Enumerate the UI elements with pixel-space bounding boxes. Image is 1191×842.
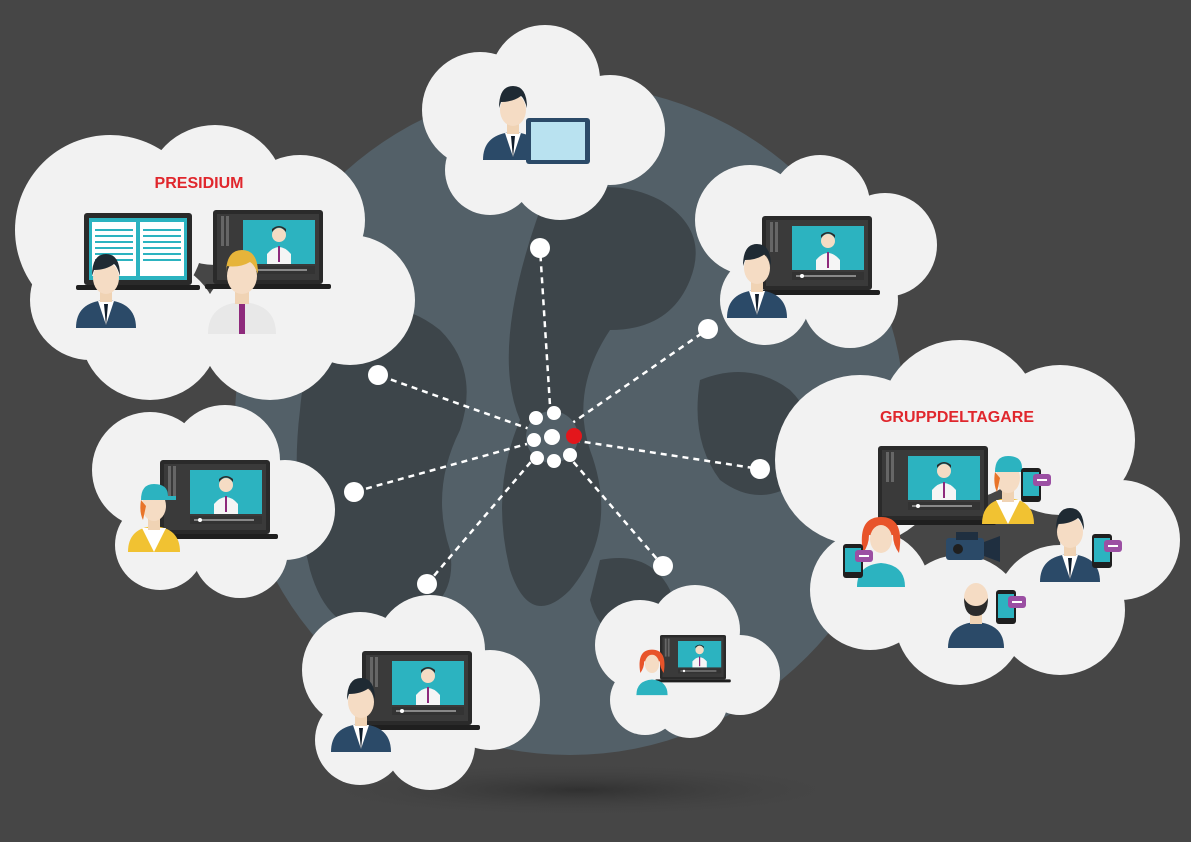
laptop-video-icon <box>870 446 996 525</box>
presidium-cloud: PRESIDIUM <box>15 125 415 400</box>
businessman-icon <box>208 250 276 334</box>
hub-network-icon <box>526 406 582 468</box>
tablet-user-cloud <box>422 25 665 220</box>
video-camera-icon <box>946 532 1000 562</box>
group-label: GRUPPDELTAGARE <box>880 409 1034 426</box>
tablet-icon <box>526 118 590 164</box>
laptop-video-icon <box>655 635 731 683</box>
network-connections <box>353 247 761 585</box>
hub-active-dot <box>566 428 582 444</box>
video-call-cloud-left <box>92 405 335 598</box>
video-call-cloud-right <box>695 155 937 348</box>
connection-nodes <box>344 238 770 594</box>
video-call-cloud-small <box>595 585 780 738</box>
video-call-cloud-bottom <box>302 595 540 790</box>
laptop-video-icon <box>754 216 880 295</box>
laptop-video-icon <box>205 210 331 289</box>
group-participants-cloud: GRUPPDELTAGARE <box>775 340 1180 685</box>
presidium-label: PRESIDIUM <box>155 175 244 192</box>
